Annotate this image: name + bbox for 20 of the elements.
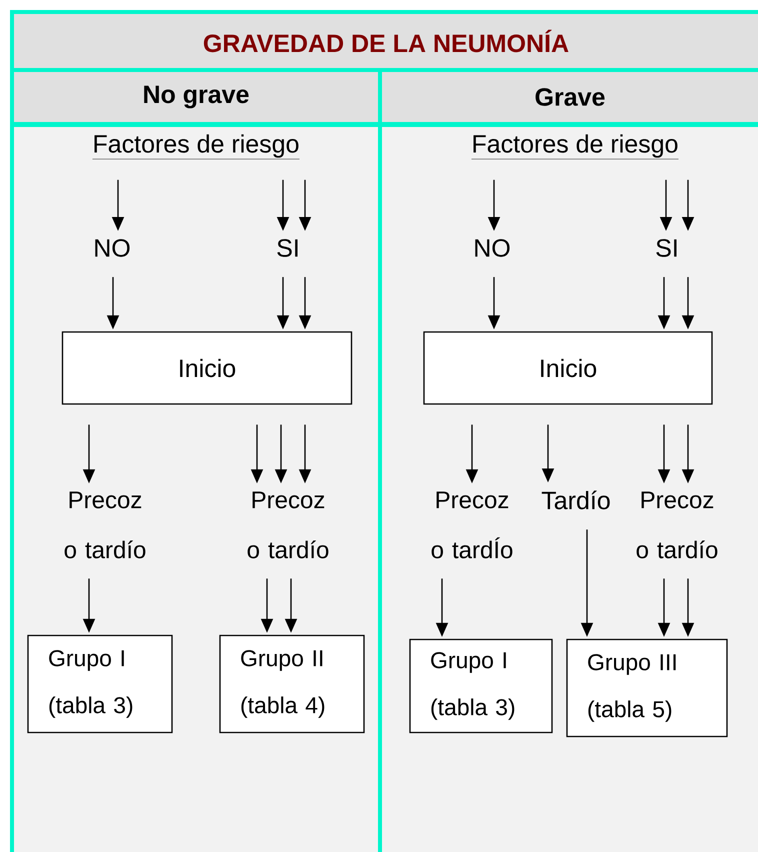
option-label: Tardío: [542, 490, 610, 510]
process-box: Inicio: [423, 331, 713, 405]
title-band: GRAVEDAD DE LA NEUMONÍA: [14, 14, 758, 68]
group-box: Grupo I (tabla 3): [409, 638, 553, 734]
option-label: Precoz o tardío: [248, 492, 328, 558]
option-label: Precoz o tardío: [636, 492, 718, 558]
option-label: NO: [95, 239, 130, 257]
column-header: Grave: [382, 72, 758, 122]
group-box: Grupo III (tabla 5): [566, 638, 728, 738]
column-header: No grave: [14, 72, 378, 122]
option-label: Precoz o tardío: [64, 492, 146, 558]
section-heading: Factores de riesgo: [92, 134, 300, 160]
group-box: Grupo I (tabla 3): [27, 634, 173, 734]
option-label: Precoz o tardÍo: [432, 492, 512, 558]
section-heading: Factores de riesgo: [471, 134, 679, 160]
option-label: SI: [277, 239, 298, 257]
option-label: SI: [656, 239, 676, 257]
process-box: Inicio: [62, 331, 352, 405]
option-label: NO: [475, 239, 510, 257]
group-box: Grupo II (tabla 4): [219, 634, 365, 734]
